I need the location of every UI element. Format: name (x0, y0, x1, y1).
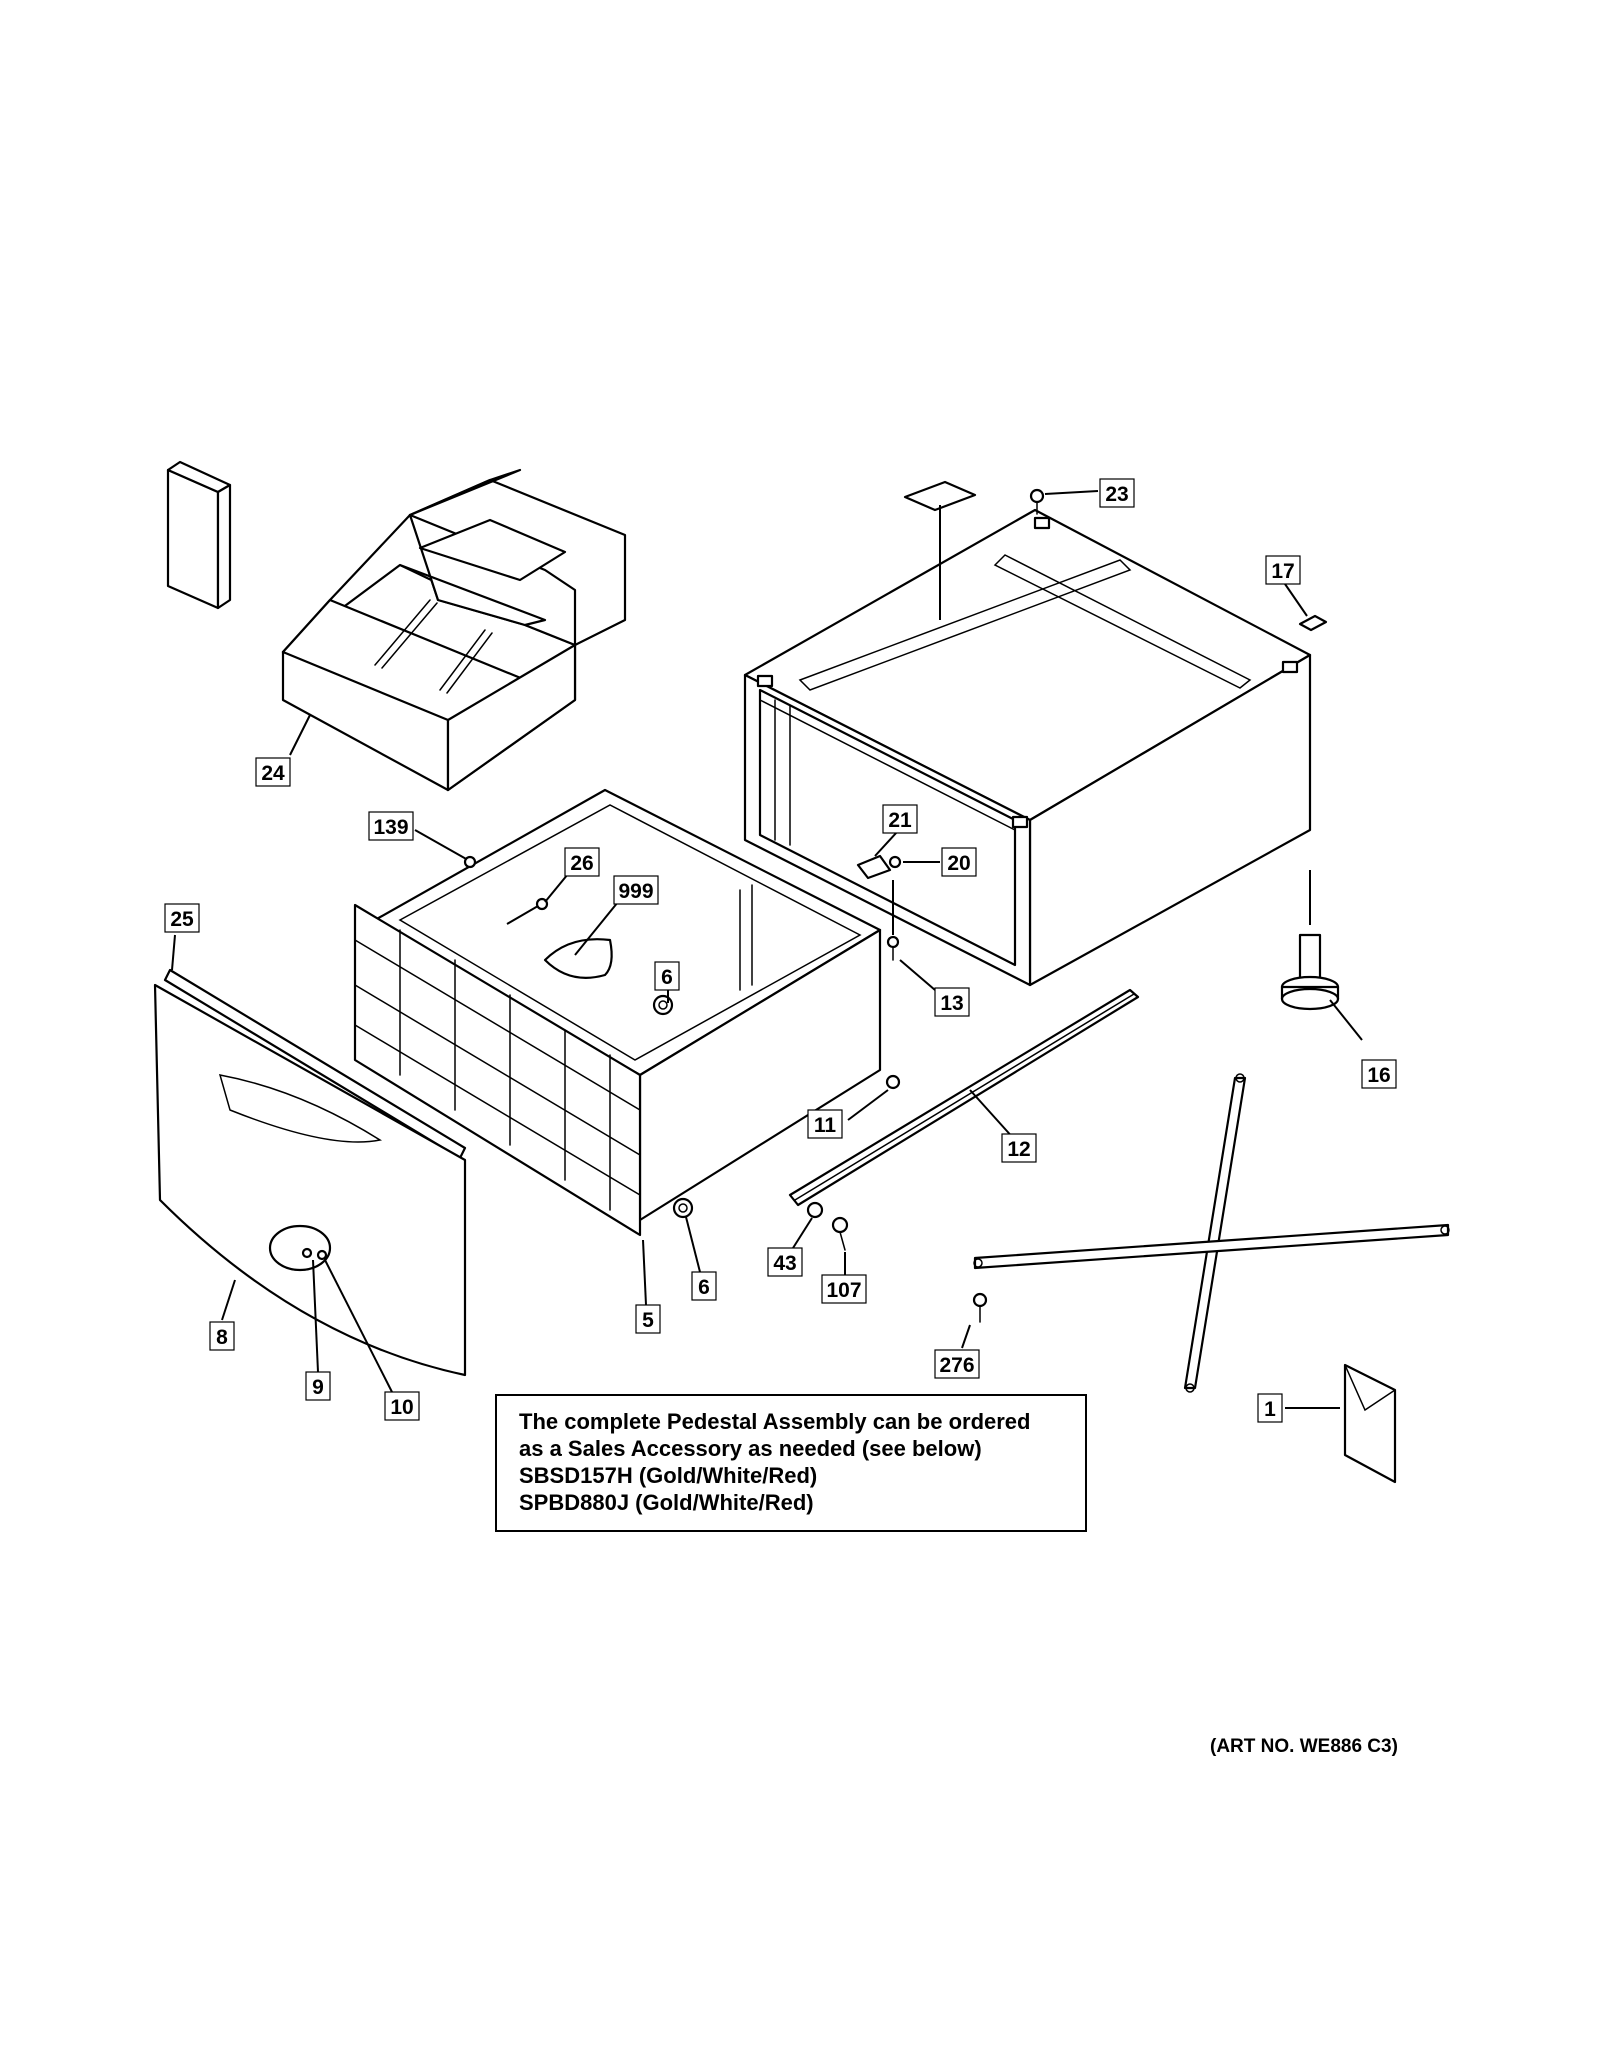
callout-10: 10 (384, 1391, 420, 1421)
svg-text:11: 11 (814, 1114, 837, 1137)
svg-text:26: 26 (570, 852, 593, 875)
svg-text:23: 23 (1105, 483, 1128, 506)
callout-6-lower: 6 (691, 1271, 717, 1301)
callout-1: 1 (1257, 1393, 1283, 1423)
note-line-1: The complete Pedestal Assembly can be or… (519, 1409, 1031, 1434)
part-107-screw (831, 1216, 849, 1251)
part-25-trim (163, 968, 467, 1160)
callout-26: 26 (564, 847, 600, 877)
callout-25: 25 (164, 903, 200, 933)
callout-6-upper: 6 (654, 961, 680, 991)
callout-43: 43 (767, 1247, 803, 1277)
svg-text:107: 107 (826, 1279, 861, 1302)
svg-text:5: 5 (642, 1309, 654, 1332)
svg-text:24: 24 (261, 762, 285, 785)
callout-17: 17 (1265, 555, 1301, 585)
svg-text:17: 17 (1271, 560, 1294, 583)
part-manual-block (166, 460, 232, 610)
svg-text:16: 16 (1367, 1064, 1390, 1087)
part-276-screw (972, 1292, 988, 1323)
part-13-screw (886, 880, 900, 961)
callout-5: 5 (635, 1304, 661, 1334)
svg-text:999: 999 (618, 880, 653, 903)
callout-999: 999 (613, 875, 659, 905)
callout-11: 11 (807, 1109, 843, 1139)
part-6-roller-upper (652, 994, 674, 1016)
part-23-screw (1029, 488, 1045, 515)
part-5-drawer-basket (353, 788, 882, 1237)
callout-107: 107 (821, 1274, 867, 1304)
callout-23: 23 (1099, 478, 1135, 508)
part-24-foam-insert (281, 468, 627, 792)
callout-139: 139 (368, 811, 414, 841)
callout-9: 9 (305, 1371, 331, 1401)
svg-text:10: 10 (390, 1396, 413, 1419)
svg-text:8: 8 (216, 1326, 228, 1349)
part-6-roller-lower (672, 1197, 694, 1219)
part-1-envelope (1343, 1363, 1397, 1484)
svg-text:6: 6 (661, 966, 673, 989)
note-line-3: SBSD157H (Gold/White/Red) (519, 1463, 818, 1488)
part-999-bag (543, 938, 613, 979)
ordering-note-box: The complete Pedestal Assembly can be or… (495, 1394, 1087, 1532)
svg-text:276: 276 (939, 1354, 974, 1377)
callout-20: 20 (941, 847, 977, 877)
svg-text:20: 20 (947, 852, 970, 875)
callout-13: 13 (934, 987, 970, 1017)
part-21-bracket (856, 854, 902, 880)
part-9-handle (268, 1224, 332, 1272)
svg-text:12: 12 (1007, 1138, 1030, 1161)
part-16-leveling-leg (1280, 870, 1340, 1011)
part-26-pin (506, 905, 539, 925)
callout-16: 16 (1361, 1059, 1397, 1089)
part-43-washer (806, 1201, 824, 1219)
svg-text:9: 9 (312, 1376, 324, 1399)
note-line-4: SPBD880J (Gold/White/Red) (519, 1490, 814, 1515)
callout-276: 276 (934, 1349, 980, 1379)
svg-text:6: 6 (698, 1276, 710, 1299)
part-11-screw (885, 1074, 901, 1090)
svg-text:1: 1 (1264, 1398, 1276, 1421)
art-number: (ART NO. WE886 C3) (1210, 1736, 1398, 1757)
svg-text:13: 13 (940, 992, 963, 1015)
svg-text:43: 43 (773, 1252, 796, 1275)
part-label-square (903, 480, 977, 512)
note-line-2: as a Sales Accessory as needed (see belo… (519, 1436, 982, 1461)
part-cross-brace (973, 1073, 1450, 1393)
svg-text:25: 25 (170, 908, 194, 931)
svg-text:21: 21 (888, 809, 912, 832)
callout-8: 8 (209, 1321, 235, 1351)
part-8-drawer-front (153, 983, 467, 1377)
callout-21: 21 (882, 804, 918, 834)
part-139-rod (414, 829, 469, 861)
svg-text:139: 139 (373, 816, 408, 839)
callout-24: 24 (255, 757, 291, 787)
part-17-clip (1298, 614, 1328, 632)
part-12-drawer-slide (788, 988, 1140, 1207)
callout-12: 12 (1001, 1133, 1037, 1163)
